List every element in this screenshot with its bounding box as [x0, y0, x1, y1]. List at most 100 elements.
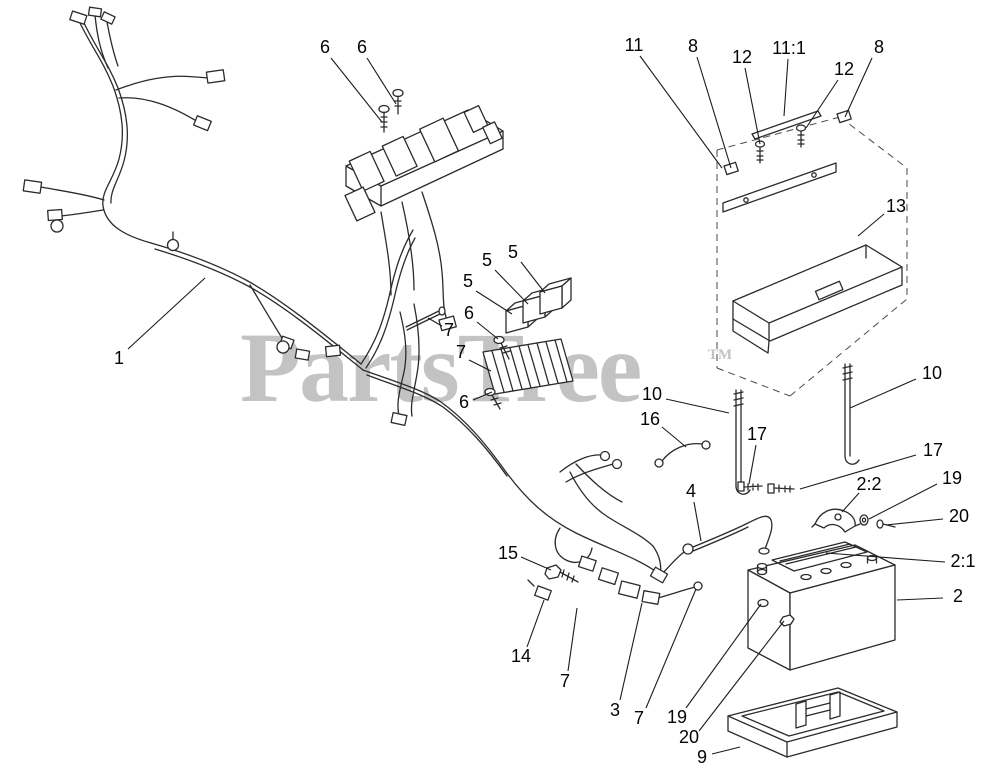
battery-rods-10	[733, 363, 860, 495]
harness-connectors	[22, 6, 669, 605]
battery-hold-down-2-2	[811, 508, 861, 533]
alignment-dashes	[716, 116, 908, 397]
callout-leader-2:2	[841, 492, 860, 513]
fuse-block	[482, 338, 574, 395]
callout-leader-2	[896, 597, 944, 601]
callout-label-2:2: 2:2	[856, 474, 881, 494]
callout-leader-9	[711, 746, 741, 755]
callout-leader-6	[472, 391, 493, 401]
callout-leader-17	[799, 454, 917, 490]
callout-label-2: 2	[953, 586, 963, 606]
relay-bracket	[344, 104, 504, 222]
battery-2	[747, 541, 896, 671]
callout-leader-7	[567, 607, 578, 672]
callout-leader-15	[520, 556, 552, 571]
ring-terminals	[599, 450, 623, 470]
callout-label-3: 3	[610, 700, 620, 720]
callout-leader-8	[844, 57, 873, 118]
callout-leader-6	[330, 57, 383, 123]
callout-leader-11	[639, 55, 723, 169]
callout-leader-5	[520, 261, 546, 294]
callout-leader-7	[427, 317, 443, 327]
callout-leader-10	[849, 378, 917, 409]
callout-leader-11:1	[783, 58, 789, 117]
washer-19	[859, 514, 869, 526]
callout-label-7: 7	[560, 671, 570, 691]
callout-label-7: 7	[444, 320, 454, 340]
callout-label-20: 20	[679, 727, 699, 747]
callout-label-1: 1	[114, 348, 124, 368]
nut-20-bottom	[779, 614, 795, 627]
callout-label-17: 17	[747, 424, 767, 444]
screws-12	[754, 124, 807, 164]
callout-leader-12	[805, 79, 839, 129]
callout-label-17: 17	[923, 440, 943, 460]
pin-7	[405, 306, 446, 331]
callout-label-8: 8	[874, 37, 884, 57]
callout-leader-1	[127, 277, 206, 350]
callout-leader-7	[645, 588, 697, 709]
callout-label-11:1: 11:1	[772, 38, 806, 58]
callout-leader-20	[885, 518, 944, 526]
callout-leader-16	[661, 426, 687, 448]
callout-leader-13	[857, 213, 885, 237]
callout-leader-12	[744, 67, 761, 145]
callout-label-19: 19	[667, 707, 687, 727]
battery-tray-9	[727, 687, 898, 758]
callout-label-20: 20	[949, 506, 969, 526]
relays	[505, 277, 572, 334]
callout-label-6: 6	[464, 303, 474, 323]
callout-label-15: 15	[498, 543, 518, 563]
callout-label-6: 6	[357, 37, 367, 57]
callout-leader-19	[685, 603, 762, 709]
callout-leader-7	[468, 359, 492, 372]
callout-leader-19	[868, 483, 938, 520]
screw-6-top	[378, 88, 404, 133]
callout-label-6: 6	[320, 37, 330, 57]
callout-label-13: 13	[886, 196, 906, 216]
jumper-wire-16	[654, 440, 711, 468]
callout-leader-14	[526, 599, 545, 648]
callout-leader-20	[698, 620, 785, 732]
callout-label-19: 19	[942, 468, 962, 488]
cover-panel-13	[732, 244, 903, 354]
mounting-bracket-11	[722, 162, 837, 213]
callout-leader-3	[619, 602, 643, 701]
cable-clamps	[50, 219, 290, 354]
battery-label-2-1	[771, 541, 868, 572]
callout-label-9: 9	[697, 747, 707, 767]
screw-20	[876, 519, 896, 529]
callout-label-7: 7	[456, 342, 466, 362]
callout-label-6: 6	[459, 392, 469, 412]
callout-label-14: 14	[511, 646, 531, 666]
callout-label-5: 5	[463, 271, 473, 291]
wire-harness	[40, 14, 696, 599]
callout-label-2:1: 2:1	[950, 551, 975, 571]
callout-label-16: 16	[640, 409, 660, 429]
bolts-17	[737, 481, 795, 494]
callout-label-10: 10	[642, 384, 662, 404]
callout-leader-6	[366, 57, 397, 105]
positive-cable-4	[682, 515, 773, 555]
callout-label-5: 5	[482, 250, 492, 270]
callout-leader-5	[494, 269, 529, 305]
callout-leader-17	[748, 444, 757, 485]
battery-terminal-left	[756, 562, 768, 576]
callout-leader-6	[476, 321, 499, 340]
callout-label-10: 10	[922, 363, 942, 383]
callout-label-4: 4	[686, 481, 696, 501]
callout-leader-10	[665, 398, 730, 414]
callout-label-12: 12	[834, 59, 854, 79]
callout-leader-2:1	[825, 552, 946, 563]
callout-label-8: 8	[688, 36, 698, 56]
callout-label-12: 12	[732, 47, 752, 67]
callout-label-7: 7	[634, 708, 644, 728]
callout-leader-5	[475, 290, 513, 315]
callout-label-11: 11	[625, 35, 644, 55]
callout-label-5: 5	[508, 242, 518, 262]
bolt-7-bottom	[693, 581, 703, 591]
bracket-strip-11-1	[751, 110, 822, 140]
